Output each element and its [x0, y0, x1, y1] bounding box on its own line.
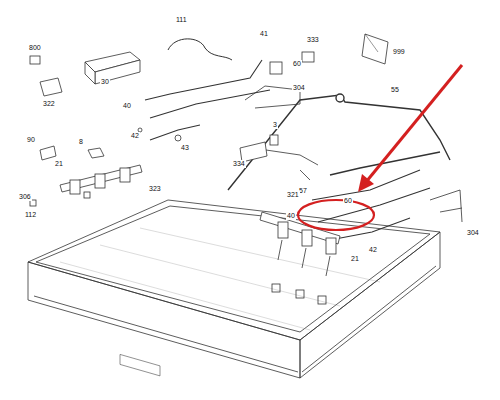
igniter [270, 135, 278, 145]
valve-rail [30, 165, 142, 206]
callout-number: 8 [78, 138, 84, 146]
callout-number: 333 [306, 36, 320, 44]
callout-number: 323 [148, 185, 162, 193]
callout-number: 112 [24, 211, 37, 219]
callout-number: 304 [466, 229, 480, 237]
callout-number: 21 [54, 160, 64, 168]
callout-number: 30 [100, 78, 110, 86]
control-module [85, 52, 140, 84]
callout-number: 42 [130, 132, 140, 140]
highlight-arrow [366, 65, 462, 182]
callout-number: 321 [286, 191, 300, 199]
callout-number: 334 [232, 160, 246, 168]
callout-number: 60 [343, 197, 353, 205]
callout-number: 60 [292, 60, 302, 68]
callout-number: 21 [350, 255, 360, 263]
callout-number: 999 [392, 48, 406, 56]
valve [270, 62, 282, 74]
transformer [40, 78, 62, 96]
callout-number: 40 [122, 102, 132, 110]
callout-number: 41 [259, 30, 269, 38]
gas-manifold-tube [228, 94, 450, 190]
callout-number: 322 [42, 100, 56, 108]
callout-number: 800 [28, 44, 42, 52]
wire-harness [168, 39, 232, 60]
callout-number: 90 [26, 136, 36, 144]
valve-rail [260, 212, 340, 304]
callout-number: 304 [292, 84, 306, 92]
callout-number: 3 [272, 121, 278, 129]
highlight-ellipse [298, 200, 374, 230]
manual-envelope [362, 34, 388, 64]
callout-number: 55 [390, 86, 400, 94]
callout-number: 40 [286, 212, 296, 220]
burner-tube [145, 60, 430, 240]
callout-number: 43 [180, 144, 190, 152]
switch-part [302, 52, 314, 62]
callout-number: 42 [368, 246, 378, 254]
clip [40, 146, 56, 160]
bracket [430, 190, 462, 222]
cooktop-tray [28, 200, 440, 378]
callout-number: 306 [18, 193, 32, 201]
small-part [30, 56, 40, 64]
clip [88, 148, 104, 158]
callout-number: 111 [175, 16, 188, 24]
regulator [240, 142, 267, 162]
fitting [266, 150, 318, 180]
